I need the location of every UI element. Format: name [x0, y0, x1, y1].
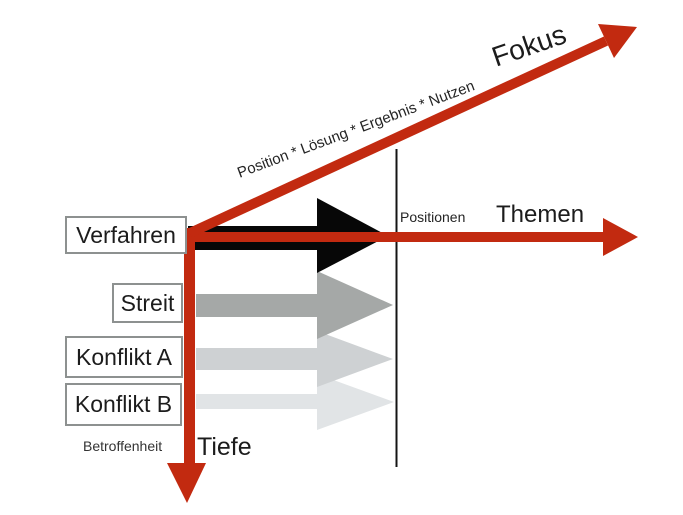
streit-arrow-head — [317, 271, 393, 339]
themen-axis-label: Themen — [496, 201, 585, 228]
konflikt-a-arrow-body — [196, 348, 319, 370]
themen-axis-head — [603, 218, 638, 256]
konflikt-b-label: Konflikt B — [74, 391, 173, 417]
verfahren-label: Verfahren — [76, 221, 176, 248]
tiefe-axis-label: Tiefe — [197, 433, 252, 461]
box-konflikt-b: Konflikt B — [65, 383, 182, 426]
fokus-axis-body — [187, 36, 609, 238]
konflikt-b-arrow-body — [196, 394, 319, 409]
streit-arrow-body — [196, 294, 319, 317]
konflikt-a-arrow-head — [317, 331, 393, 387]
konflikt-a-label: Konflikt A — [76, 343, 172, 370]
box-streit: Streit — [112, 283, 183, 323]
box-konflikt-a: Konflikt A — [65, 336, 183, 378]
streit-label: Streit — [120, 289, 175, 316]
themen-axis-body — [190, 232, 604, 242]
tiefe-axis-body — [184, 228, 195, 464]
konflikt-b-arrow-head — [317, 374, 394, 430]
positionen-label: Positionen — [400, 209, 466, 225]
fokus-axis-head — [598, 24, 637, 58]
betroffenheit-label: Betroffenheit — [83, 438, 163, 454]
tiefe-axis-head — [167, 463, 206, 503]
box-verfahren: Verfahren — [65, 216, 187, 254]
